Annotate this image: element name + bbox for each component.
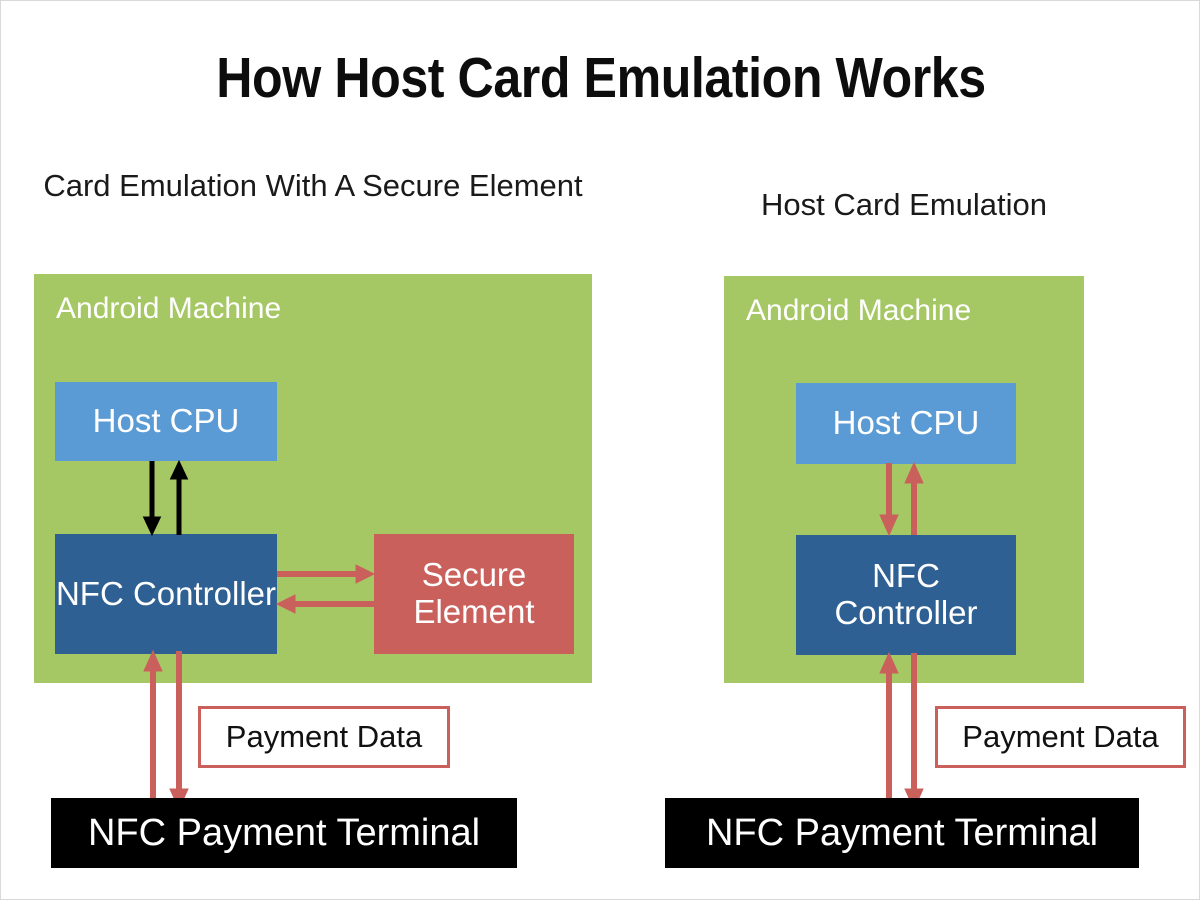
machine-label-right: Android Machine — [746, 294, 972, 327]
arrow-cpu-to-nfc-left — [141, 461, 191, 537]
nfc-controller-box-left[interactable]: NFC Controller — [55, 534, 277, 654]
nfc-controller-box-right[interactable]: NFC Controller — [796, 535, 1016, 655]
secure-element-box-left[interactable]: Secure Element — [374, 534, 574, 654]
payment-data-label-left: Payment Data — [198, 706, 450, 768]
arrow-nfc-to-cpu-right — [904, 461, 944, 537]
panel-caption-host-card-emulation: Host Card Emulation — [760, 187, 1047, 222]
panel-caption-secure-element: Card Emulation With A Secure Element — [43, 168, 583, 203]
machine-label-left: Android Machine — [56, 292, 282, 325]
arrow-cpu-to-nfc-right — [879, 463, 919, 537]
payment-data-label-right: Payment Data — [935, 706, 1186, 768]
arrow-nfc-to-cpu-left — [168, 459, 218, 537]
arrow-nfc-to-secure-element — [277, 563, 377, 585]
host-cpu-box-left[interactable]: Host CPU — [55, 382, 277, 461]
arrow-secure-element-to-nfc — [275, 593, 377, 615]
page-title: How Host Card Emulation Works — [216, 46, 986, 110]
nfc-payment-terminal-left[interactable]: NFC Payment Terminal — [51, 798, 517, 868]
arrow-terminal-to-nfc-right — [879, 651, 919, 811]
arrow-terminal-to-nfc-left — [143, 649, 183, 811]
nfc-payment-terminal-right[interactable]: NFC Payment Terminal — [665, 798, 1139, 868]
host-cpu-box-right[interactable]: Host CPU — [796, 383, 1016, 464]
